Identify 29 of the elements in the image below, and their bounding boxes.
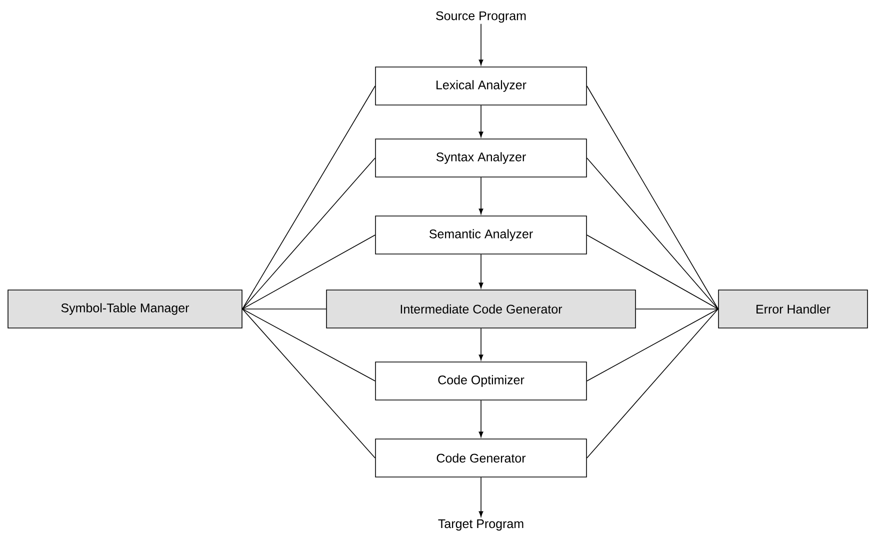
- arrow: [478, 23, 484, 66]
- connector-line: [242, 158, 376, 310]
- connector-line: [242, 308, 326, 310]
- phase-box: Syntax Analyzer: [375, 138, 587, 178]
- connector-line: [636, 308, 718, 310]
- arrow: [478, 105, 484, 138]
- phase-box: Code Generator: [375, 438, 587, 478]
- component-box: Intermediate Code Generator: [326, 290, 636, 328]
- connector-line: [586, 158, 718, 310]
- phase-box: Code Optimizer: [375, 362, 587, 400]
- label-text: Source Program: [436, 11, 526, 23]
- arrow: [478, 477, 484, 517]
- connector-line: [242, 308, 376, 458]
- phase-box: Lexical Analyzer: [375, 66, 587, 106]
- arrow: [478, 400, 484, 438]
- connector-line: [242, 86, 376, 310]
- connector-line: [586, 308, 718, 382]
- connector-line: [242, 308, 376, 382]
- connector-line: [586, 234, 718, 310]
- component-box: Error Handler: [718, 290, 868, 328]
- phase-box: Semantic Analyzer: [375, 216, 587, 254]
- arrow: [478, 328, 484, 360]
- label-text: Target Program: [438, 519, 524, 531]
- connector-line: [586, 86, 718, 310]
- connector-line: [586, 308, 718, 458]
- arrow: [478, 177, 484, 214]
- arrow: [478, 254, 484, 288]
- component-box: Symbol-Table Manager: [8, 290, 242, 328]
- connector-line: [242, 234, 376, 310]
